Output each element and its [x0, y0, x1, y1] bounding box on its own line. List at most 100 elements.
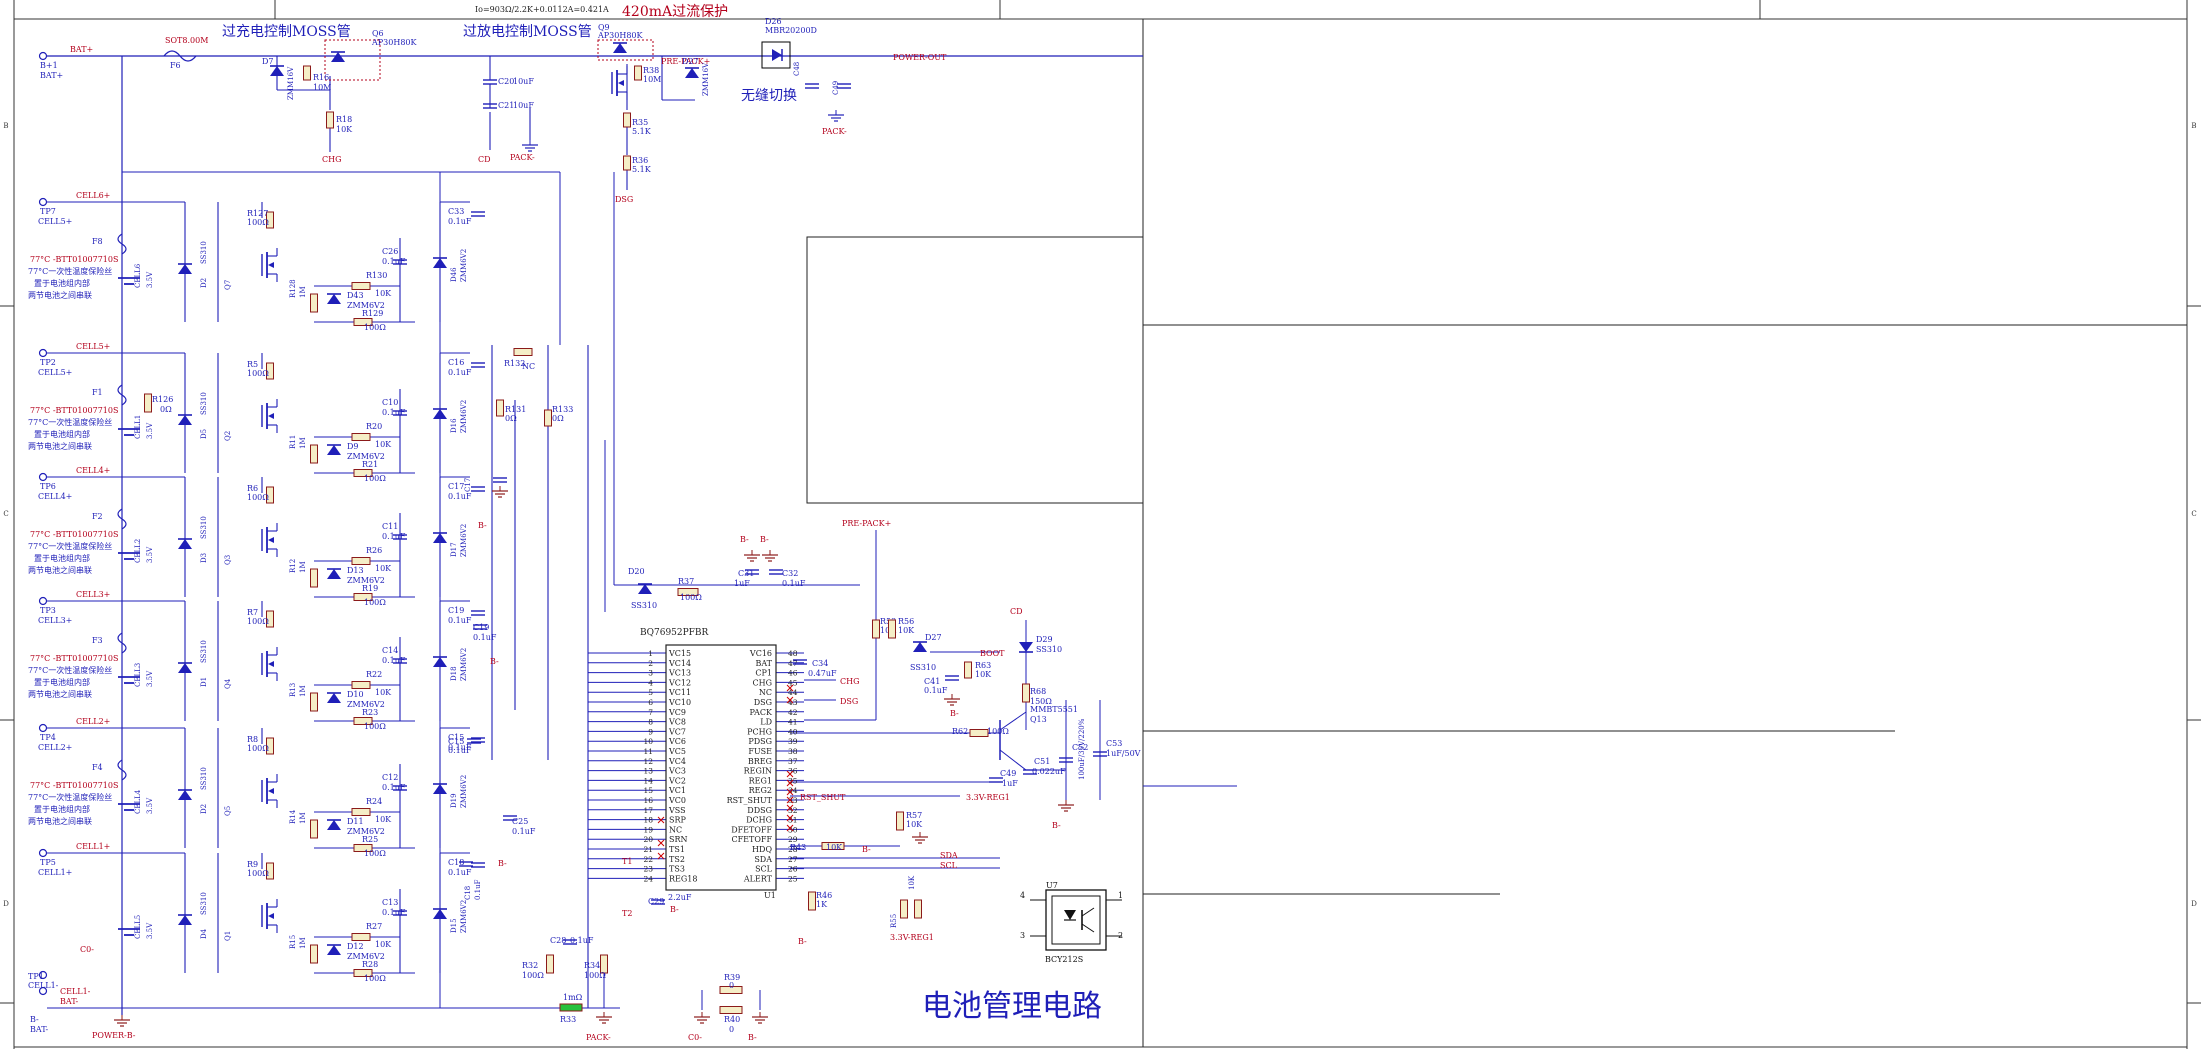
c21-ref: C21	[498, 101, 514, 110]
ic-pin-number: 26	[788, 865, 798, 874]
q9-part: AP30H80K	[597, 31, 643, 40]
ic-pin-number: 17	[643, 806, 653, 815]
ic-pin-number: 34	[788, 786, 798, 795]
r43-ref: R43	[790, 843, 806, 852]
series-resistor-value: 10K	[375, 688, 392, 697]
r54-value: 10K	[908, 875, 916, 890]
resistor-value: 100Ω	[247, 218, 269, 227]
chg-net: CHG	[840, 677, 860, 686]
sda-net: SDA	[940, 851, 958, 860]
filter-cap-ref: C14	[382, 646, 398, 655]
tp1-ref: TP1	[28, 972, 44, 981]
r18-ref: R18	[336, 115, 352, 124]
cell-voltage: 3.5V	[146, 271, 154, 288]
cap-value: 0.1uF	[448, 743, 472, 752]
c25-value: 0.1uF	[512, 827, 536, 836]
nc-mark	[786, 696, 794, 704]
gate-resistor-value: 1M	[299, 437, 307, 449]
resistor	[351, 557, 371, 565]
zone-letter: D	[2191, 900, 2197, 908]
cell-voltage: 3.5V	[146, 922, 154, 939]
ic-pin-number: 19	[643, 825, 653, 834]
filter-cap-ref: C11	[382, 522, 398, 531]
current-formula: Io=903Ω/2.2K+0.0112A=0.421A	[475, 5, 609, 14]
cell-net-label: CELL5+	[76, 342, 110, 351]
hidden-helper: MMBT5551	[232, 787, 234, 788]
ic-pin-left: VC2	[668, 776, 686, 785]
ic-pin-right: ALERT	[743, 874, 773, 883]
filter-cap-value: 0.1uF	[382, 257, 406, 266]
test-point-net: CELL5+	[38, 368, 72, 377]
c34-value: 0.47uF	[808, 669, 837, 678]
b-minus-net: B-	[478, 521, 487, 530]
r46-value: 1K	[816, 900, 828, 909]
diode-part: SS310	[200, 516, 208, 539]
r57-ref: R57	[906, 811, 922, 820]
r33-shunt	[559, 1003, 583, 1012]
diode-part: SS310	[200, 392, 208, 415]
ic-pin-right: LD	[760, 718, 772, 727]
r38-value: 10M	[643, 75, 661, 84]
r34-ref: R34	[584, 961, 600, 970]
ic-pin-number: 40	[788, 727, 798, 736]
r131-ref: R131	[505, 405, 526, 414]
resistor	[964, 661, 972, 679]
ic-pin-left: VC9	[668, 708, 686, 717]
r18-value: 10K	[336, 125, 353, 134]
resistor	[900, 899, 908, 919]
c17-ref: C17	[464, 478, 472, 492]
ic-pin-left: VC1	[668, 786, 686, 795]
r36-ref: R36	[632, 156, 648, 165]
hidden-helper: MMBT5551	[232, 536, 234, 537]
ic-pin-right: RST_SHUT	[727, 796, 773, 805]
bottom-resistor-ref: R23	[362, 708, 378, 717]
resistor-value: 100Ω	[247, 493, 269, 502]
zener-diode	[327, 820, 341, 830]
r126-ref: R126	[152, 395, 173, 404]
nc-mark	[786, 788, 794, 796]
resistor	[353, 844, 373, 852]
hidden-helper: MMBT5551	[232, 261, 234, 262]
clamp-zener	[433, 657, 447, 667]
u7-ref: U7	[1046, 881, 1058, 890]
ic-pin-number: 6	[648, 698, 653, 707]
resistor	[310, 944, 318, 964]
c34-ref: C34	[812, 659, 828, 668]
resistor	[351, 433, 371, 441]
zone-letter: B	[2191, 122, 2196, 130]
d27-value: SS310	[910, 663, 936, 672]
bat-minus-label: BAT-	[30, 1025, 49, 1034]
resistor	[623, 112, 631, 128]
q9-body-diode	[613, 43, 627, 53]
series-resistor-value: 10K	[375, 440, 392, 449]
ic-pin-right: CP1	[755, 669, 772, 678]
ic-pin-number: 33	[788, 796, 798, 805]
diode-part: SS310	[200, 640, 208, 663]
test-point-ref: TP4	[40, 733, 56, 742]
r132-ref: R132	[504, 359, 525, 368]
fuse-note: 77°C一次性温度保险丝	[28, 541, 112, 551]
clamp-zener-ref: D19	[450, 793, 458, 808]
c20-value: 10uF	[513, 77, 534, 86]
ic-pin-left: VC12	[668, 678, 691, 687]
test-point	[38, 348, 48, 358]
ic-pin-right: DDSG	[747, 806, 772, 815]
optocoupler-u7	[1030, 889, 1122, 951]
b-plus-label: B+1	[40, 61, 58, 70]
resistor-ref: R9	[247, 860, 258, 869]
zener-ref: D11	[347, 817, 364, 826]
ic-pin-right: DCHG	[746, 816, 772, 825]
mosfet-ref: Q4	[224, 678, 232, 689]
r63-value: 10K	[975, 670, 992, 679]
q13-part: MMBT5551	[1030, 705, 1078, 714]
r40-ref: R40	[724, 1015, 740, 1024]
test-point-net: CELL4+	[38, 492, 72, 501]
ic-pin-left: VC13	[668, 669, 691, 678]
reg1-net: 3.3V-REG1	[966, 793, 1010, 802]
ic-part: BQ76952PFBR	[640, 628, 709, 638]
zener-diode	[327, 693, 341, 703]
r33-value: 1mΩ	[563, 993, 583, 1002]
resistor	[634, 65, 642, 81]
resistor	[544, 409, 552, 427]
